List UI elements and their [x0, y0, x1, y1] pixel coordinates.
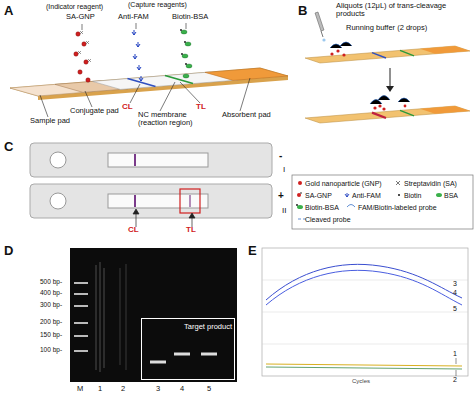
text-label: Sample pad [30, 117, 70, 125]
chart [262, 248, 468, 376]
text-label: 300 bp- [40, 302, 62, 309]
text-label: 2 [453, 376, 457, 383]
legend-entry: Gold nanoparticle (GNP) [305, 180, 382, 187]
text-label: 5 [453, 305, 457, 312]
text-label: TL [196, 103, 206, 111]
text-label: - [279, 151, 282, 162]
legend-entry: FAM/Biotin-labeled probe [358, 204, 437, 211]
text-label: 4 [180, 385, 184, 393]
text-label: + [278, 191, 284, 202]
text-label: Conjugate pad [70, 107, 119, 115]
text-label: 1 [98, 385, 102, 393]
text-label: 3 [156, 385, 160, 393]
legend-text: Biotin [404, 192, 422, 199]
text-label: 4 [453, 289, 457, 296]
box-text: Target product [184, 322, 232, 331]
text-label: D [4, 244, 13, 258]
text-label: 200 bp- [40, 319, 62, 326]
text-label: 100 bp- [40, 347, 62, 354]
cassettes [30, 143, 272, 227]
text-label: Absorbent pad [222, 111, 271, 119]
legend-entry: Anti-FAM [352, 192, 381, 199]
highlight-box: Target product [141, 318, 235, 380]
legend-text: Biotin-BSA [305, 204, 339, 211]
text-label: I [283, 166, 285, 174]
legend-entry: BSA [444, 192, 458, 199]
legend-entry: Biotin [404, 192, 422, 199]
text-label: B [298, 4, 307, 18]
text-label: SA-GNP [66, 13, 95, 21]
legend-text: Streptavidin (SA) [404, 180, 457, 187]
text-label: 500 bp- [40, 279, 62, 286]
text-label: E [248, 244, 257, 258]
text-label: CL [128, 226, 139, 234]
legend-text: Cleaved probe [305, 216, 351, 223]
text-label: (Indicator reagent) [46, 3, 103, 10]
strip-b [305, 12, 470, 123]
text-label: Aliquots (12μL) of trans-cleavage produc… [336, 2, 472, 18]
text-label: M [77, 385, 83, 393]
strip-a [10, 23, 288, 117]
legend-entry: Streptavidin (SA) [404, 180, 457, 187]
legend-text: SA-GNP [305, 192, 332, 199]
legend-entry: SA-GNP [305, 192, 332, 199]
text-label: 150 bp- [40, 332, 62, 339]
legend-text: FAM/Biotin-labeled probe [358, 204, 437, 211]
legend-box [292, 175, 473, 229]
text-label: A [4, 4, 13, 18]
text-label: C [4, 140, 13, 154]
text-label: NC membrane (reaction region) [138, 111, 206, 127]
text-label: II [282, 207, 286, 215]
text-label: (Capture reagents) [128, 1, 187, 8]
gel [70, 248, 237, 382]
legend-text: Anti-FAM [352, 192, 381, 199]
text-label: Cycles [352, 378, 370, 384]
text-label: Anti-FAM [118, 13, 149, 21]
legend-text: Gold nanoparticle (GNP) [305, 180, 382, 187]
text-label: 1 [453, 350, 457, 357]
text-label: 5 [207, 385, 211, 393]
text-label: 2 [121, 385, 125, 393]
text-label: TL [186, 226, 196, 234]
legend-text: BSA [444, 192, 458, 199]
text-label: 3 [453, 280, 457, 287]
text-label: 400 bp- [40, 290, 62, 297]
text-label: Running buffer (2 drops) [346, 24, 427, 32]
text-label: Biotin-BSA [172, 13, 208, 21]
text-label: CL [122, 103, 133, 111]
legend-entry: Biotin-BSA [305, 204, 339, 211]
legend-entry: Cleaved probe [305, 216, 351, 223]
